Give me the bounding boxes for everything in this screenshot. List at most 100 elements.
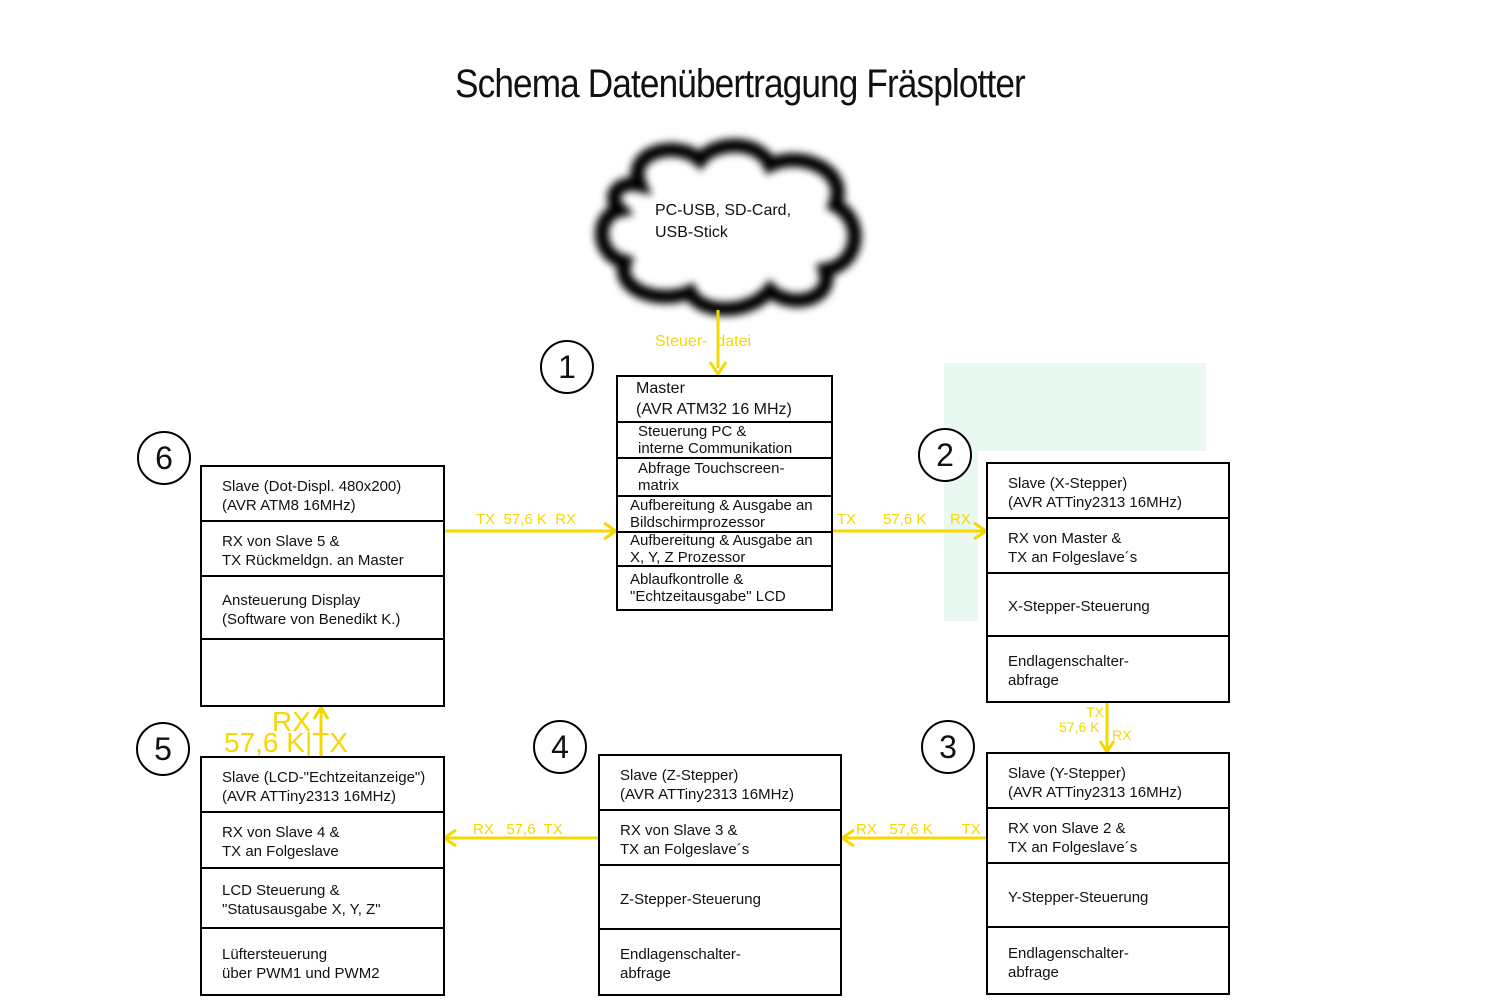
slave4-row: Slave (Z-Stepper) (AVR ATTiny2313 16MHz) (600, 756, 840, 811)
slave5-row-line: über PWM1 und PWM2 (222, 964, 380, 982)
slave5-row: RX von Slave 4 & TX an Folgeslave (202, 813, 443, 869)
link-label-slave5-slave6-baud: 57,6 K|TX (224, 727, 349, 758)
slave5-row: LCD Steuerung & "Statusausgabe X, Y, Z" (202, 869, 443, 929)
slave2-row-line: X-Stepper-Steuerung (1008, 598, 1150, 615)
slave6-row-line: (AVR ATM8 16MHz) (222, 496, 356, 514)
link-label-slave6-master: TX 57,6 K RX (476, 511, 577, 528)
slave5-row-line: LCD Steuerung & (222, 882, 340, 899)
master-title: Master (636, 380, 685, 397)
background-tint (944, 363, 1206, 451)
slave4-row: RX von Slave 3 & TX an Folgeslave´s (600, 811, 840, 866)
cloud-label: PC-USB, SD-Card, USB-Stick (655, 200, 791, 244)
master-row-line: Steuerung PC & (638, 423, 747, 440)
slave3-row: Y-Stepper-Steuerung (988, 864, 1228, 928)
master-row-line: X, Y, Z Prozessor (630, 549, 746, 566)
arrowhead (839, 828, 855, 848)
link-label-master-slave2-rx: RX (950, 511, 971, 528)
link-label-master-slave2-tx: TX (837, 511, 857, 528)
slave5-row-line: Lüftersteuerung (222, 945, 328, 963)
slave6-row-line: Ansteuerung Display (222, 591, 361, 609)
slave4-row-line: RX von Slave 3 & (620, 821, 738, 839)
slave6-row: RX von Slave 5 & TX Rückmeldgn. an Maste… (202, 522, 443, 577)
link-label-slave2-slave3-rx: RX (1112, 727, 1132, 743)
slave2-row-line: TX an Folgeslave´s (1008, 548, 1138, 566)
master-row: Abfrage Touchscreen- matrix (618, 459, 831, 497)
master-row-line: interne Communikation (638, 440, 793, 457)
master-header: Master (AVR ATM32 16 MHz) (618, 377, 831, 423)
link-label-master-slave2-baud: 57,6 K (883, 511, 927, 528)
link-label-slave4-slave5: RX 57,6 TX (473, 821, 563, 838)
badge-6: 6 (137, 431, 191, 485)
slave5-row-line: Slave (LCD-"Echtzeitanzeige") (222, 768, 426, 786)
slave4-row-line: (AVR ATTiny2313 16MHz) (620, 785, 794, 803)
slave2-row: Endlagenschalter- abfrage (988, 637, 1228, 701)
master-box: Master (AVR ATM32 16 MHz) Steuerung PC &… (616, 375, 833, 611)
slave2-row: Slave (X-Stepper) (AVR ATTiny2313 16MHz) (988, 464, 1228, 519)
master-row-line: Bildschirmprozessor (630, 514, 766, 531)
link-label-slave2-slave3-baud: 57,6 K (1059, 719, 1100, 735)
slave4-row: Z-Stepper-Steuerung (600, 866, 840, 930)
link-label-steuer-datei: Steuer- datei (655, 333, 752, 350)
slave6-row (202, 640, 443, 705)
arrowhead (708, 361, 728, 377)
slave3-box: Slave (Y-Stepper) (AVR ATTiny2313 16MHz)… (986, 752, 1230, 995)
master-row: Ablaufkontrolle & "Echtzeitausgabe" LCD (618, 567, 831, 609)
badge-3: 3 (921, 720, 975, 774)
slave3-row-line: Slave (Y-Stepper) (1008, 764, 1126, 782)
slave2-row-line: Slave (X-Stepper) (1008, 474, 1128, 492)
slave2-row-line: (AVR ATTiny2313 16MHz) (1008, 493, 1182, 511)
slave5-row-line: RX von Slave 4 & (222, 824, 340, 841)
master-row: Aufbereitung & Ausgabe an Bildschirmproz… (618, 497, 831, 533)
slave2-row: X-Stepper-Steuerung (988, 574, 1228, 637)
master-row-line: matrix (638, 477, 679, 494)
badge-5: 5 (136, 722, 190, 776)
cloud-shape (594, 138, 862, 316)
slave5-row: Lüftersteuerung über PWM1 und PWM2 (202, 929, 443, 994)
slave5-row: Slave (LCD-"Echtzeitanzeige") (AVR ATTin… (202, 758, 443, 813)
slave5-row-line: TX an Folgeslave (222, 843, 339, 860)
slave4-row: Endlagenschalter- abfrage (600, 930, 840, 994)
master-row-line: "Echtzeitausgabe" LCD (630, 588, 786, 605)
master-row-line: Aufbereitung & Ausgabe an (630, 533, 813, 549)
slave3-row: RX von Slave 2 & TX an Folgeslave´s (988, 809, 1228, 864)
master-row-line: Abfrage Touchscreen- (638, 460, 785, 477)
slave4-row-line: Z-Stepper-Steuerung (620, 890, 761, 908)
slave4-row-line: Endlagenschalter- (620, 946, 741, 963)
master-row-line: Ablaufkontrolle & (630, 571, 744, 588)
diagram-title: Schema Datenübertragung Fräsplotter (455, 62, 1026, 106)
slave3-row-line: TX an Folgeslave´s (1008, 838, 1138, 856)
slave4-row-line: TX an Folgeslave´s (620, 840, 750, 858)
slave6-row: Slave (Dot-Displ. 480x200) (AVR ATM8 16M… (202, 467, 443, 522)
master-row-line: Aufbereitung & Ausgabe an (630, 497, 813, 514)
slave4-row-line: Slave (Z-Stepper) (620, 766, 739, 784)
slave2-row-line: Endlagenschalter- (1008, 653, 1129, 670)
slave6-row-line: (Software von Benedikt K.) (222, 610, 401, 628)
slave2-box: Slave (X-Stepper) (AVR ATTiny2313 16MHz)… (986, 462, 1230, 703)
slave5-row-line: (AVR ATTiny2313 16MHz) (222, 787, 396, 805)
link-label-slave3-slave4: RX 57,6 K TX (856, 821, 981, 838)
master-row: Aufbereitung & Ausgabe an X, Y, Z Prozes… (618, 533, 831, 567)
cloud-label-line: USB-Stick (655, 224, 728, 241)
slave5-box: Slave (LCD-"Echtzeitanzeige") (AVR ATTin… (200, 756, 445, 996)
slave2-row: RX von Master & TX an Folgeslave´s (988, 519, 1228, 574)
slave3-row-line: Y-Stepper-Steuerung (1008, 888, 1149, 906)
slave6-row: Ansteuerung Display (Software von Benedi… (202, 577, 443, 640)
slave2-row-line: RX von Master & (1008, 529, 1122, 547)
slave3-row: Slave (Y-Stepper) (AVR ATTiny2313 16MHz) (988, 754, 1228, 809)
slave3-row-line: RX von Slave 2 & (1008, 819, 1126, 837)
cloud-label-line: PC-USB, SD-Card, (655, 202, 792, 219)
slave4-row-line: abfrage (620, 965, 671, 982)
link-label-slave2-slave3-tx: TX (1086, 704, 1104, 720)
arrowhead (312, 704, 330, 720)
link-label-slave5-slave6-rx: RX (272, 706, 311, 737)
slave3-row-line: Endlagenschalter- (1008, 944, 1129, 962)
master-subtitle: (AVR ATM32 16 MHz) (636, 401, 792, 418)
slave4-box: Slave (Z-Stepper) (AVR ATTiny2313 16MHz)… (598, 754, 842, 996)
master-row: Steuerung PC & interne Communikation (618, 423, 831, 459)
slave6-row-line: TX Rückmeldgn. an Master (222, 551, 404, 569)
badge-2: 2 (918, 428, 972, 482)
badge-1: 1 (540, 340, 594, 394)
slave3-row: Endlagenschalter- abfrage (988, 928, 1228, 993)
slave6-box: Slave (Dot-Displ. 480x200) (AVR ATM8 16M… (200, 465, 445, 707)
slave3-row-line: abfrage (1008, 963, 1059, 981)
